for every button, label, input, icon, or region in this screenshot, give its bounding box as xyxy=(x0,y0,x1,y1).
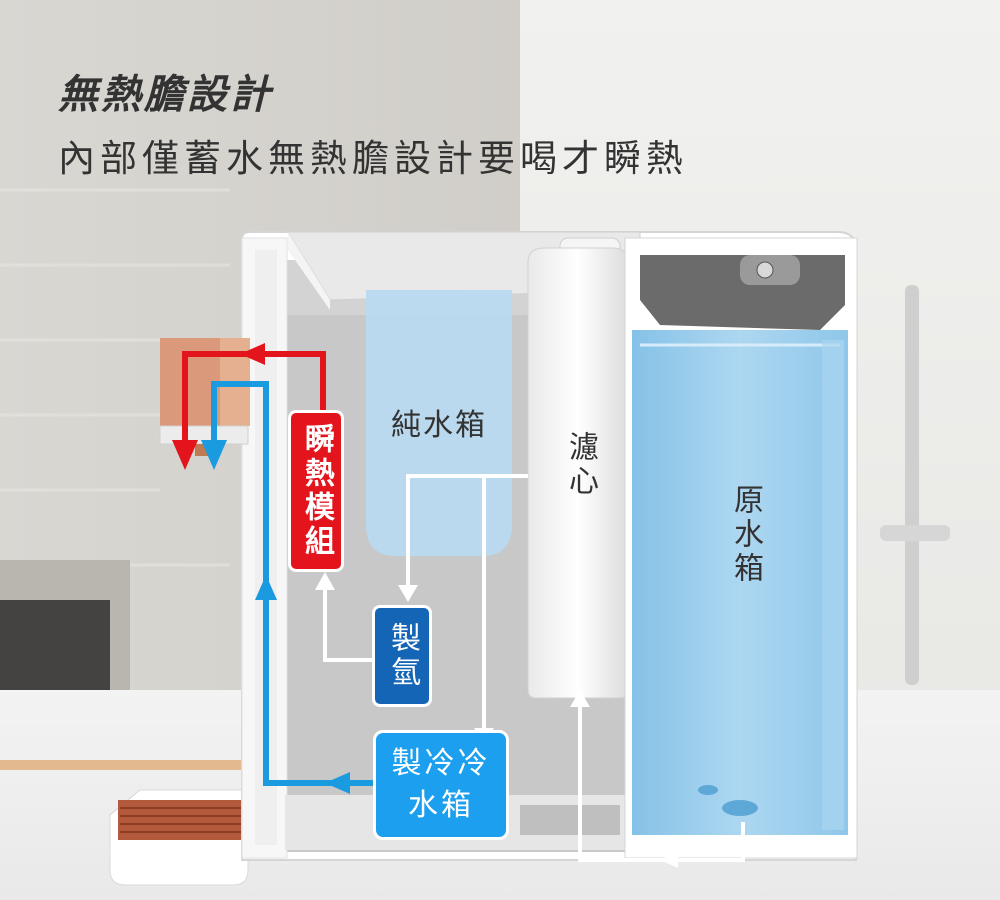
hydrogen-generator-label: 製氫 xyxy=(372,605,432,707)
cold-water-tank-text: 製冷冷水箱 xyxy=(391,746,491,823)
flow-filter-to-pure-tank xyxy=(406,474,528,585)
pure-water-tank-label: 純水箱 xyxy=(366,400,512,444)
cold-arrow-left xyxy=(325,772,350,794)
pure-water-tank-text: 純水箱 xyxy=(391,408,487,443)
hydrogen-generator-text: 製氫 xyxy=(385,622,420,690)
page-title: 無熱膽設計 xyxy=(58,72,273,118)
hot-arrow-left xyxy=(240,343,265,365)
arrow-to-hydrogen xyxy=(398,585,418,602)
cold-arrow-up xyxy=(255,575,277,600)
filter-text: 濾心 xyxy=(563,431,598,499)
cold-flow-line xyxy=(211,381,375,786)
cold-arrow-down xyxy=(201,440,227,470)
raw-water-tank-label: 原水箱 xyxy=(720,470,770,600)
filter-label: 濾心 xyxy=(555,420,605,510)
arrow-to-heater xyxy=(315,572,335,590)
flow-raw-to-filter xyxy=(578,705,745,862)
flow-hydrogen-to-heater xyxy=(323,588,372,662)
cold-water-tank-label: 製冷冷水箱 xyxy=(373,730,509,840)
instant-heat-module-text: 瞬熱模組 xyxy=(299,423,334,559)
instant-heat-module-label: 瞬熱模組 xyxy=(288,410,344,572)
raw-water-tank-text: 原水箱 xyxy=(728,484,763,586)
hot-arrow-down xyxy=(172,440,198,470)
page-subtitle: 內部僅蓄水無熱膽設計要喝才瞬熱 xyxy=(58,137,688,180)
arrow-raw-return xyxy=(660,852,678,868)
arrow-to-filter xyxy=(570,690,590,707)
